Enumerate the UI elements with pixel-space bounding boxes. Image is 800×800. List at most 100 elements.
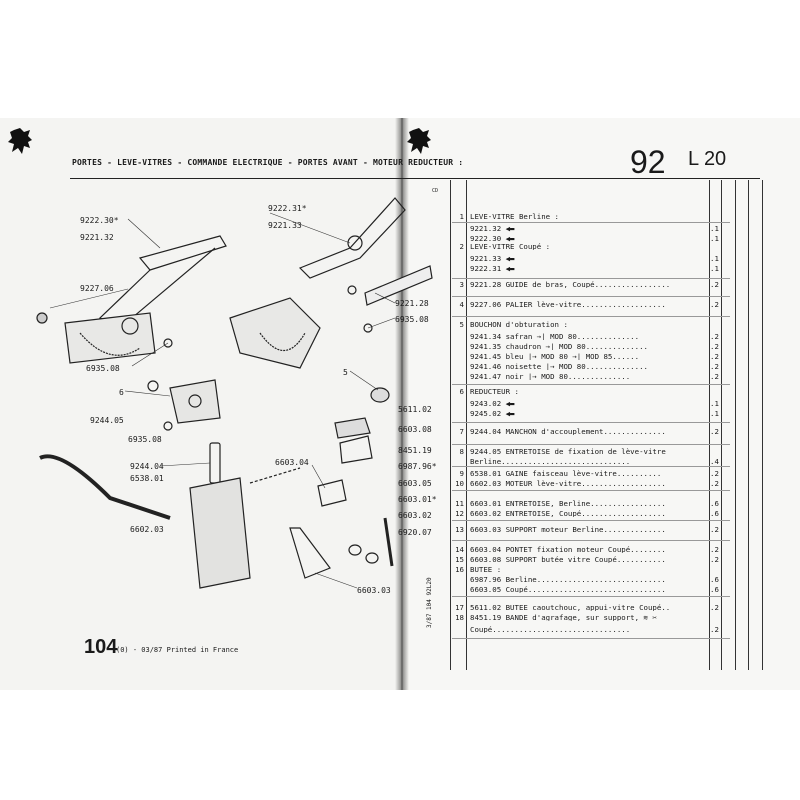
row-ref: 3	[459, 280, 464, 289]
row-quantity: .1	[710, 224, 719, 233]
row-quantity: .1	[710, 254, 719, 263]
row-quantity: .2	[710, 625, 719, 634]
row-quantity: .2	[710, 479, 719, 488]
row-separator	[452, 422, 730, 423]
row-ref: 15	[455, 555, 464, 564]
row-description: 9222.30 ◀▬	[470, 235, 515, 243]
part-label: 9227.06	[80, 284, 114, 293]
row-description: 8451.19 BANDE d'agrafage, sur support, ≋…	[470, 614, 657, 622]
row-ref: 12	[455, 509, 464, 518]
part-label: 6935.08	[86, 364, 120, 373]
row-ref: 14	[455, 545, 464, 554]
row-separator	[452, 520, 730, 521]
row-ref: 13	[455, 525, 464, 534]
row-description: 6603.02 ENTRETOISE, Coupé...............…	[470, 510, 666, 518]
row-description: 6603.04 PONTET fixation moteur Coupé....…	[470, 546, 666, 554]
row-ref: 10	[455, 479, 464, 488]
table-column-line	[748, 180, 749, 670]
row-separator	[452, 222, 730, 223]
part-label: 6538.01	[130, 474, 164, 483]
row-description: 9241.45 bleu |→ MOD 80 →| MOD 85......	[470, 353, 640, 361]
row-description: 9241.34 safran →| MOD 80..............	[470, 333, 640, 341]
row-ref: 18	[455, 613, 464, 622]
part-label: 8451.19	[398, 446, 432, 455]
row-separator	[452, 490, 730, 491]
table-column-line	[450, 180, 451, 670]
footer-note: (0) - 03/87 Printed in France	[116, 646, 239, 654]
row-ref: 5	[459, 320, 464, 329]
part-label: 6602.03	[130, 525, 164, 534]
row-separator	[452, 540, 730, 541]
row-quantity: .2	[710, 300, 719, 309]
part-label: 6935.08	[128, 435, 162, 444]
row-quantity: .1	[710, 399, 719, 408]
row-description: LEVE-VITRE Coupé :	[470, 243, 551, 251]
part-label: 6603.05	[398, 479, 432, 488]
part-label: 6603.02	[398, 511, 432, 520]
row-description: 9243.02 ◀▬	[470, 400, 515, 408]
row-ref: 4	[459, 300, 464, 309]
row-ref: 7	[459, 427, 464, 436]
row-description: 9244.04 MANCHON d'accouplement..........…	[470, 428, 666, 436]
row-quantity: .2	[710, 545, 719, 554]
row-description: Coupé...............................	[470, 626, 631, 634]
row-separator	[452, 466, 730, 467]
row-ref: 6	[459, 387, 464, 396]
row-description: LEVE-VITRE Berline :	[470, 213, 559, 221]
row-ref: 9	[459, 469, 464, 478]
row-separator	[452, 384, 730, 385]
part-label: 9221.28	[395, 299, 429, 308]
part-label: 9244.04	[130, 462, 164, 471]
row-description: 9221.28 GUIDE de bras, Coupé............…	[470, 281, 671, 289]
row-quantity: .4	[710, 457, 719, 466]
cd-mark: CD	[432, 188, 439, 194]
row-ref: 8	[459, 447, 464, 456]
row-description: 9241.35 chaudron →| MOD 80..............	[470, 343, 648, 351]
row-description: 6538.01 GAINE faisceau lève-vitre.......…	[470, 470, 662, 478]
row-quantity: .6	[710, 575, 719, 584]
row-quantity: .6	[710, 585, 719, 594]
section-number: 92	[630, 144, 666, 180]
table-column-line	[466, 180, 467, 670]
table-column-line	[762, 180, 763, 670]
row-description: 9221.33 ◀▬	[470, 255, 515, 263]
row-quantity: .2	[710, 352, 719, 361]
row-description: Berline.............................	[470, 458, 631, 466]
row-description: 6987.96 Berline.........................…	[470, 576, 666, 584]
row-description: 6603.03 SUPPORT moteur Berline..........…	[470, 526, 666, 534]
row-quantity: .2	[710, 342, 719, 351]
part-label: 6603.04	[275, 458, 309, 467]
table-column-line	[709, 180, 710, 670]
part-label: 6603.08	[398, 425, 432, 434]
row-quantity: .2	[710, 280, 719, 289]
row-separator	[452, 316, 730, 317]
part-label: 6935.08	[395, 315, 429, 324]
row-description: BUTEE :	[470, 566, 502, 574]
row-description: 6603.01 ENTRETOISE, Berline.............…	[470, 500, 666, 508]
table-column-line	[735, 180, 736, 670]
row-separator	[452, 278, 730, 279]
row-quantity: .2	[710, 427, 719, 436]
row-description: 5611.02 BUTEE caoutchouc, appui-vitre Co…	[470, 604, 671, 612]
part-label: 9244.05	[90, 416, 124, 425]
row-quantity: .2	[710, 603, 719, 612]
row-description: 9241.47 noir |→ MOD 80..............	[470, 373, 631, 381]
row-separator	[452, 596, 730, 597]
part-label: 9221.33	[268, 221, 302, 230]
open-catalog-book: PORTES - LEVE-VITRES - COMMANDE ELECTRIQ…	[0, 118, 800, 690]
row-quantity: .6	[710, 509, 719, 518]
part-label: 9222.30*	[80, 216, 119, 225]
part-label: 9222.31*	[268, 204, 307, 213]
row-description: REDUCTEUR :	[470, 388, 519, 396]
peugeot-lion-logo-right	[407, 128, 431, 154]
row-description: 9221.32 ◀▬	[470, 225, 515, 233]
row-quantity: .2	[710, 372, 719, 381]
right-page	[403, 118, 800, 690]
book-gutter	[395, 118, 409, 690]
row-description: 9222.31 ◀▬	[470, 265, 515, 273]
row-description: 9245.02 ◀▬	[470, 410, 515, 418]
row-description: BOUCHON d'obturation :	[470, 321, 568, 329]
row-description: 6603.08 SUPPORT butée vitre Coupé.......…	[470, 556, 666, 564]
exploded-parts-drawing	[36, 197, 433, 589]
row-description: 9227.06 PALIER lève-vitre...............…	[470, 301, 666, 309]
